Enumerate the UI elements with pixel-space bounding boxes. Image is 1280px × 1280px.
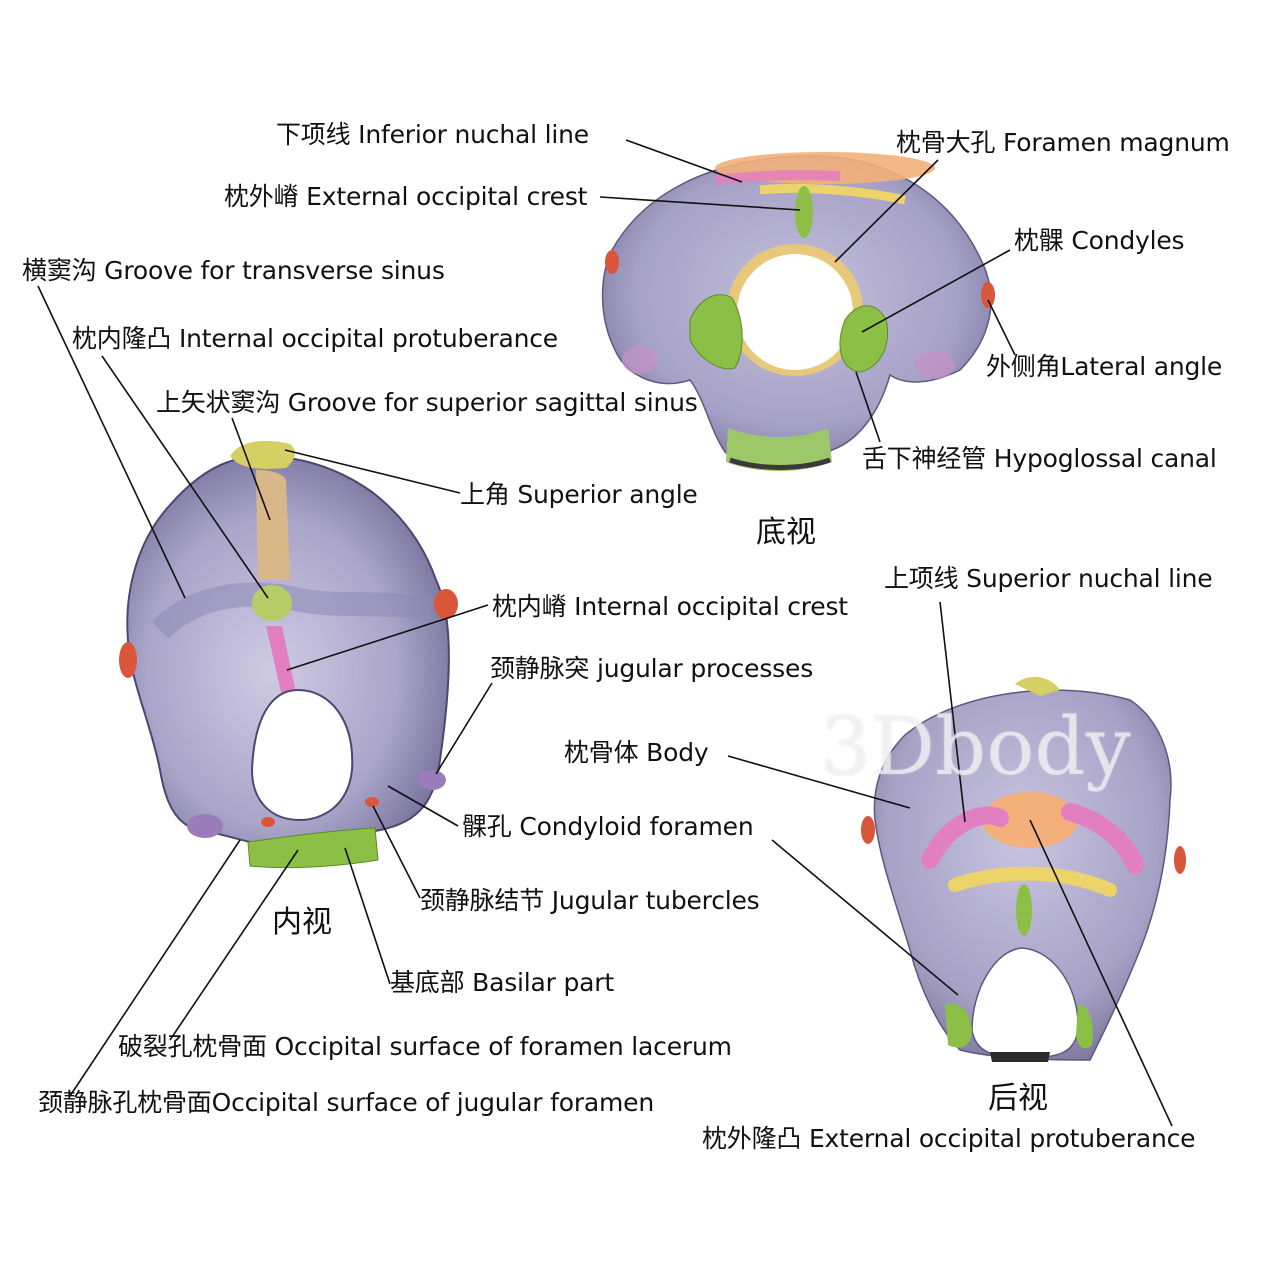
label-inferior-nuchal-line: 下项线 Inferior nuchal line: [276, 120, 589, 149]
inferior-right-pink: [915, 351, 955, 379]
posterior-right-red: [1174, 846, 1186, 874]
inferior-yellow-line: [759, 183, 906, 205]
label-foramen-lacerum-surface: 破裂孔枕骨面 Occipital surface of foramen lace…: [118, 1032, 732, 1061]
label-groove-superior-sagittal-sinus: 上矢状窦沟 Groove for superior sagittal sinus: [156, 388, 698, 417]
view-title-inferior: 底视: [756, 515, 816, 550]
leader-inferior-nuchal: [625, 139, 743, 183]
leader-internal-crest: [286, 604, 489, 671]
posterior-left-red: [861, 816, 875, 844]
internal-foramen-hole: [250, 688, 354, 822]
internal-protuberance-shape: [252, 585, 292, 621]
label-external-occipital-protuberance: 枕外隆凸 External occipital protuberance: [702, 1124, 1196, 1153]
leader-condyloid-posterior: [771, 839, 959, 996]
label-condyloid-foramen: 髁孔 Condyloid foramen: [462, 812, 754, 841]
leader-sagittal-groove: [231, 417, 271, 521]
posterior-view-bone: [861, 676, 1186, 1062]
leader-internal-protuberance: [101, 355, 269, 599]
view-title-posterior: 后视: [988, 1081, 1048, 1116]
internal-basilar-shape: [247, 827, 379, 869]
leader-condyles: [861, 249, 1011, 333]
superior-sagittal-groove-shape: [256, 470, 290, 580]
label-lateral-angle: 外侧角Lateral angle: [986, 352, 1223, 381]
leader-superior-nuchal: [939, 601, 966, 823]
leader-jugular-processes: [435, 682, 493, 775]
label-superior-angle: 上角 Superior angle: [460, 480, 698, 509]
leader-body: [727, 755, 911, 809]
label-groove-transverse-sinus: 横窦沟 Groove for transverse sinus: [22, 256, 445, 285]
leader-foramen-magnum: [834, 159, 939, 263]
label-jugular-foramen-surface: 颈静脉孔枕骨面Occipital surface of jugular fora…: [38, 1088, 654, 1117]
leader-lines: [37, 139, 1173, 1127]
label-foramen-magnum: 枕骨大孔 Foramen magnum: [896, 128, 1230, 157]
leader-transverse-sinus: [37, 285, 186, 599]
label-jugular-processes: 颈静脉突 jugular processes: [490, 654, 814, 683]
posterior-dark-base: [990, 1052, 1050, 1062]
inferior-basilar-green: [726, 428, 832, 471]
view-title-internal: 内视: [272, 905, 332, 940]
label-hypoglossal-canal: 舌下神经管 Hypoglossal canal: [862, 444, 1217, 473]
leader-external-crest: [599, 196, 801, 211]
label-internal-occipital-protuberance: 枕内隆凸 Internal occipital protuberance: [72, 324, 558, 353]
label-body: 枕骨体 Body: [564, 738, 709, 767]
posterior-yellow-arc: [948, 866, 1117, 897]
leader-hypoglossal: [855, 371, 881, 443]
posterior-green-left: [945, 1003, 972, 1048]
inferior-basilar-dark: [729, 457, 831, 470]
label-superior-nuchal-line: 上项线 Superior nuchal line: [884, 564, 1213, 593]
internal-tubercle-orange-2: [261, 817, 275, 827]
internal-view-bone: [119, 440, 458, 869]
inferior-pink-band: [714, 170, 841, 185]
leader-lateral-angle: [987, 299, 1016, 356]
foramen-magnum-hole: [737, 254, 853, 370]
inferior-green-crest: [795, 186, 813, 238]
right-condyle-shape: [839, 305, 888, 373]
left-condyle-shape: [689, 294, 743, 370]
inferior-left-red: [605, 250, 619, 274]
superior-angle-shape: [230, 440, 295, 469]
internal-left-red: [119, 642, 137, 678]
internal-transverse-groove: [151, 582, 433, 639]
leader-jugular-foramen: [69, 839, 241, 1097]
posterior-green-crest: [1016, 884, 1032, 936]
leader-basilar: [344, 847, 391, 985]
internal-right-red: [434, 589, 458, 619]
inferior-view-bone: [601, 152, 995, 471]
label-jugular-tubercles: 颈静脉结节 Jugular tubercles: [420, 886, 760, 915]
posterior-pink-right: [1061, 803, 1144, 874]
leader-foramen-lacerum: [169, 849, 299, 1041]
watermark-3dbody: 3Dbody: [820, 700, 1131, 793]
label-condyles: 枕髁 Condyles: [1014, 226, 1185, 255]
leader-condyloid-foramen: [387, 785, 459, 827]
posterior-green-right: [1076, 1004, 1093, 1049]
internal-right-purple: [418, 770, 446, 790]
internal-tubercle-orange: [365, 797, 379, 807]
posterior-superior-yellow: [1015, 676, 1060, 696]
inferior-left-pink: [622, 346, 658, 374]
label-basilar-part: 基底部 Basilar part: [390, 968, 614, 997]
leader-external-protuberance: [1029, 819, 1173, 1127]
leader-superior-angle: [284, 449, 461, 494]
leader-jugular-tubercles: [372, 805, 421, 899]
inferior-right-red: [981, 282, 995, 308]
label-internal-occipital-crest: 枕内嵴 Internal occipital crest: [492, 592, 848, 621]
internal-left-purple: [187, 814, 223, 838]
posterior-pink-left: [921, 806, 1009, 869]
label-external-occipital-crest: 枕外嵴 External occipital crest: [224, 182, 588, 211]
